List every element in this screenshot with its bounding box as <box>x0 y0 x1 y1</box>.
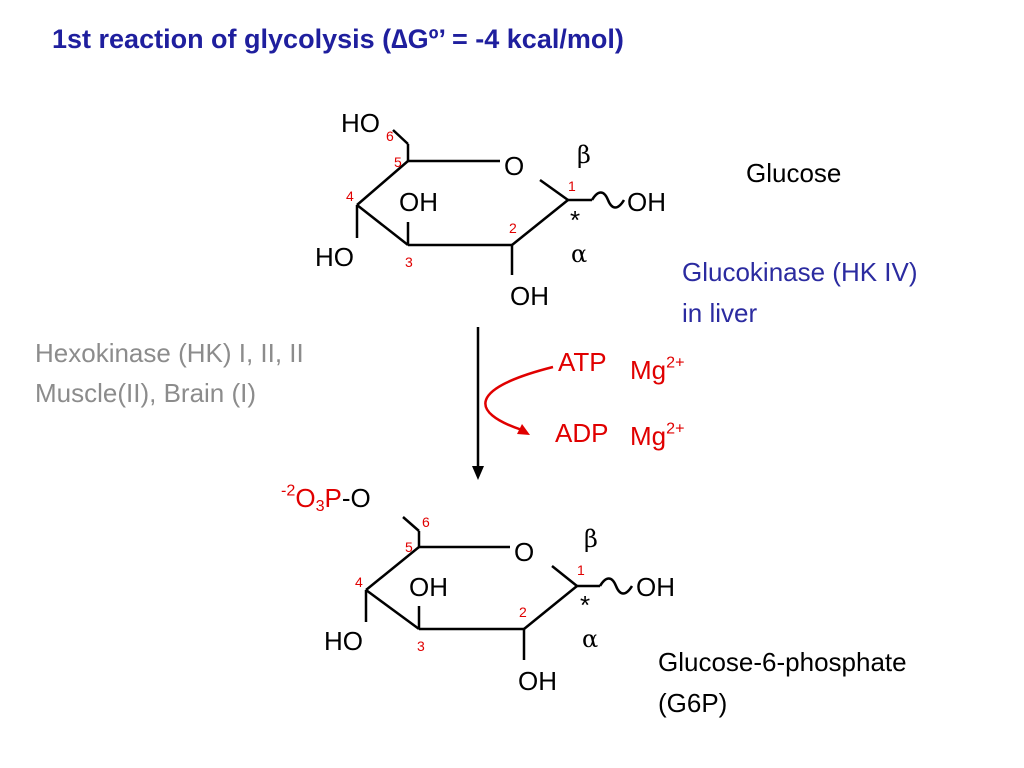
page-title: 1st reaction of glycolysis (∆Gº’ = -4 kc… <box>52 24 624 54</box>
phosphate-p: P <box>324 483 342 513</box>
g6p-ho4-label: HO <box>324 626 363 656</box>
glucose-carbon-5: 5 <box>394 154 402 170</box>
adp-label: ADP <box>555 418 608 449</box>
glucose-wavy-bond <box>590 191 626 209</box>
atp-mg-charge: 2+ <box>666 353 685 372</box>
g6p-oh2-label: OH <box>518 666 557 696</box>
g6p-alpha-label: α <box>582 625 598 653</box>
g6p-bond-c6-o <box>402 516 420 532</box>
g6p-name-line1: Glucose-6-phosphate <box>658 647 907 677</box>
g6p-carbon-6: 6 <box>422 514 430 530</box>
adp-mg-charge: 2+ <box>666 419 685 438</box>
glucose-bond-c6-ho <box>392 129 409 145</box>
g6p-structure <box>364 516 634 660</box>
g6p-anomeric-star: * <box>580 590 590 620</box>
phosphate-charge: -2 <box>281 481 296 500</box>
g6p-bond-o-c1 <box>551 565 578 587</box>
g6p-name-line2: (G6P) <box>658 688 728 718</box>
g6p-bond-c1-c2 <box>523 585 578 630</box>
g6p-beta-label: β <box>584 525 598 553</box>
glucose-ring-oxygen: O <box>504 151 524 181</box>
hexokinase-line1: Hexokinase (HK) I, II, II <box>35 338 304 368</box>
phosphate-group: -2O3P-O <box>281 483 371 514</box>
glucokinase-line1: Glucokinase (HK IV) <box>682 257 918 287</box>
g6p-bond-c4-c5 <box>365 546 420 591</box>
glucose-oh3-label: OH <box>399 187 438 217</box>
g6p-oh1-label: OH <box>636 572 675 602</box>
adp-text: ADP <box>555 418 609 448</box>
glucose-carbon-6: 6 <box>386 128 394 144</box>
glucose-ho6-label: HO <box>341 108 380 138</box>
glucose-bond-o-c1 <box>539 178 569 202</box>
g6p-ring-oxygen: O <box>514 537 534 567</box>
glucose-name: Glucose <box>746 158 842 188</box>
atp-text: ATP <box>558 347 607 377</box>
g6p-carbon-2: 2 <box>519 604 527 620</box>
glucose-ho4-label: HO <box>315 242 354 272</box>
glucose-bond-c3-c4 <box>356 204 409 246</box>
g6p-bond-c3-c4 <box>365 588 420 631</box>
g6p-carbon-1: 1 <box>577 562 585 578</box>
glucose-bond-c4-c5 <box>356 160 409 206</box>
atp-adp-curved-arrow <box>484 365 554 435</box>
phosphate-oxygen: O <box>295 483 316 513</box>
g6p-wavy-bond <box>598 577 634 595</box>
atp-mg-text: Mg <box>630 355 667 385</box>
g6p-carbon-3: 3 <box>417 638 425 654</box>
g6p-carbon-4: 4 <box>355 574 363 590</box>
glucose-oh1-label: OH <box>627 187 666 217</box>
glucose-oh2-label: OH <box>510 281 549 311</box>
glucose-alpha-label: α <box>571 240 587 268</box>
glucose-structure <box>355 129 626 275</box>
phosphate-link-o: -O <box>341 483 371 513</box>
atp-mg-label: Mg2+ <box>630 355 685 386</box>
glucose-carbon-1: 1 <box>568 178 576 194</box>
adp-mg-label: Mg2+ <box>630 421 685 452</box>
glucose-anomeric-star: * <box>570 205 580 235</box>
glucose-carbon-4: 4 <box>346 188 354 204</box>
glucose-beta-label: β <box>577 141 591 169</box>
glucose-bond-c1-c2 <box>511 199 569 246</box>
atp-label: ATP <box>558 347 607 378</box>
glucokinase-line2: in liver <box>682 298 758 328</box>
adp-mg-text: Mg <box>630 421 667 451</box>
glucose-carbon-3: 3 <box>405 254 413 270</box>
reaction-arrow <box>472 327 484 480</box>
glucose-carbon-2: 2 <box>509 220 517 236</box>
g6p-oh3-label: OH <box>409 572 448 602</box>
hexokinase-line2: Muscle(II), Brain (I) <box>35 378 257 408</box>
g6p-carbon-5: 5 <box>405 539 413 555</box>
phosphate-subscript: 3 <box>315 497 325 516</box>
